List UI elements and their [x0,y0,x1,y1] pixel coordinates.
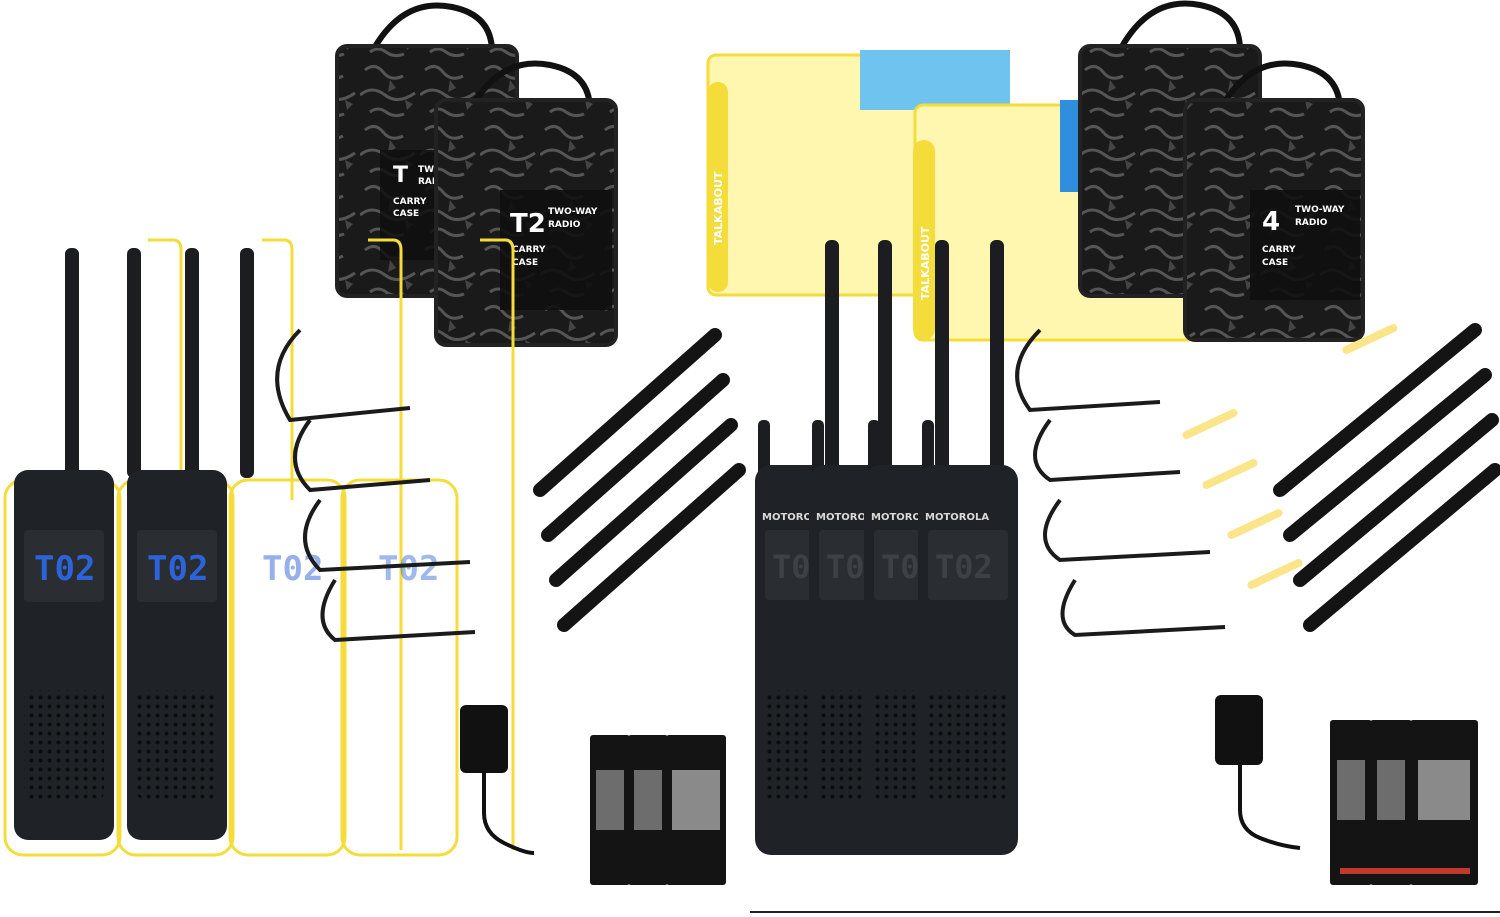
right-card-brand: TALKABOUT [919,226,932,300]
left-case-back-line-4: CASE [393,209,419,219]
right-radio-3-brand: MOTOROLA [871,512,935,523]
right-carry-case-front: 4 TWO-WAY RADIO CARRY CASE [1183,60,1365,342]
left-case-front-line-4: CASE [512,258,538,268]
left-radio-group: T02 T02 T02 T02 [3,238,515,857]
left-charger [460,705,535,855]
left-case-back-line-3: CARRY [393,197,427,207]
left-headsets [275,328,476,643]
right-case-front-line-1: TWO-WAY [1295,205,1345,215]
right-lanyards [1182,323,1500,632]
left-card-brand: TALKABOUT [712,171,725,245]
left-case-front-model: T2 [510,209,546,239]
left-case-front-line-3: CARRY [512,245,546,255]
left-radio-2: T02 [116,470,235,857]
left-radio-1: T02 [3,470,122,857]
right-radio-4-brand: MOTOROLA [925,512,989,523]
right-headsets [1015,328,1226,638]
left-case-back-model: T [393,163,408,188]
right-radio-4-lcd: T02 [935,548,993,586]
left-carry-case-front: T2 TWO-WAY RADIO CARRY CASE [434,60,618,347]
right-charger [1215,695,1301,850]
right-radio-2-brand: MOTOROLA [816,512,880,523]
left-battery-packs [590,735,726,885]
left-radio-2-lcd: T02 [147,549,208,589]
right-radio-1-brand: MOTOROLA [762,512,826,523]
right-case-front-line-3: CARRY [1262,245,1296,255]
left-case-front-line-2: RADIO [548,220,581,230]
right-case-front-model: 4 [1262,207,1280,237]
left-radio-3: T02 [228,478,347,857]
left-radio-4: T02 [340,478,459,857]
right-battery-packs [1330,720,1478,885]
right-radio-group: MOTOROLA T02 MOTOROLA T02 MOTOROLA T02 M… [755,240,1018,855]
right-radio-4: MOTOROLA T02 [918,420,1018,855]
left-radio-1-lcd: T02 [34,549,95,589]
left-radio-4-lcd: T02 [378,549,439,589]
left-case-front-line-1: TWO-WAY [548,207,598,217]
right-case-front-line-4: CASE [1262,258,1288,268]
right-case-front-line-2: RADIO [1295,218,1328,228]
left-lanyards [533,328,746,632]
left-radio-3-lcd: T02 [262,549,323,589]
